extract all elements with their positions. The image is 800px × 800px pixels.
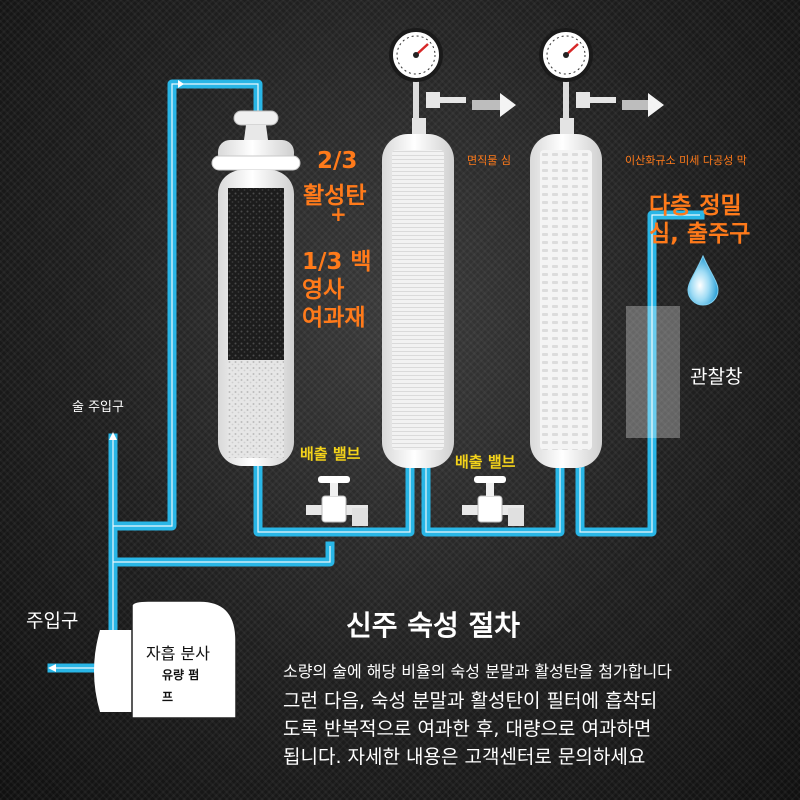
silica-membrane-cartridge [540, 150, 592, 450]
white-sand-media [228, 360, 284, 458]
arrow-right-icon [622, 93, 664, 117]
description-line-4: 됩니다. 자세한 내용은 고객센터로 문의하세요 [283, 746, 646, 768]
drain-valve-label-2: 배출 밸브 [455, 453, 516, 471]
stage1-label-ratio: 2/3 [317, 148, 358, 174]
window-label: 관찰창 [690, 366, 743, 388]
pump-label-3: 프 [162, 690, 174, 704]
multilayer-label: 다층 정밀 [649, 193, 742, 219]
pressure-gauge-icon [539, 28, 616, 120]
water-drop-icon [687, 254, 719, 306]
stage1-label-sand-ratio: 1/3 백 [302, 249, 372, 275]
pipe-highlights [52, 83, 700, 669]
stage1-label-media: 여과재 [302, 305, 366, 331]
manifold-pipe [108, 541, 335, 567]
flow-arrows [48, 80, 184, 672]
description-line-3: 도록 반복적으로 여과한 후, 대량으로 여과하면 [283, 718, 652, 740]
description-line-2: 그런 다음, 숙성 분말과 활성탄이 필터에 흡착되 [283, 690, 658, 712]
self-priming-pump [94, 600, 237, 719]
description-title: 신주 숙성 절차 [346, 609, 521, 642]
stage1-filter [211, 110, 301, 466]
pressure-gauge-icon [389, 28, 466, 120]
stage3-filter [530, 118, 602, 468]
description-line-1: 소량의 술에 해당 비율의 숙성 분말과 활성탄을 첨가합니다 [283, 662, 672, 681]
stage1-label-carbon: 활성탄 [303, 183, 367, 209]
pipe-network [47, 79, 705, 673]
arrow-right-icon [472, 93, 516, 117]
pump-label-2: 유량 펌 [162, 668, 200, 682]
pump-label-1: 자흡 분사 [146, 644, 210, 663]
outlet-label: 심, 출주구 [649, 221, 751, 247]
stage2-filter [382, 118, 454, 468]
observation-window [626, 306, 680, 438]
stage2-label: 면직물 심 [467, 154, 511, 167]
cotton-cartridge [392, 150, 444, 450]
stage1-label-plus: + [330, 202, 347, 226]
activated-carbon-media [228, 188, 284, 360]
faucet-valve-icon [462, 476, 524, 526]
liquor-inlet-label: 술 주입구 [72, 400, 124, 415]
inlet-label: 주입구 [26, 610, 79, 632]
stage1-label-sand: 영사 [302, 277, 345, 303]
drain-valve-label-1: 배출 밸브 [300, 445, 361, 463]
faucet-valve-icon [306, 476, 368, 526]
stage3-label: 이산화규소 미세 다공성 막 [625, 154, 747, 167]
